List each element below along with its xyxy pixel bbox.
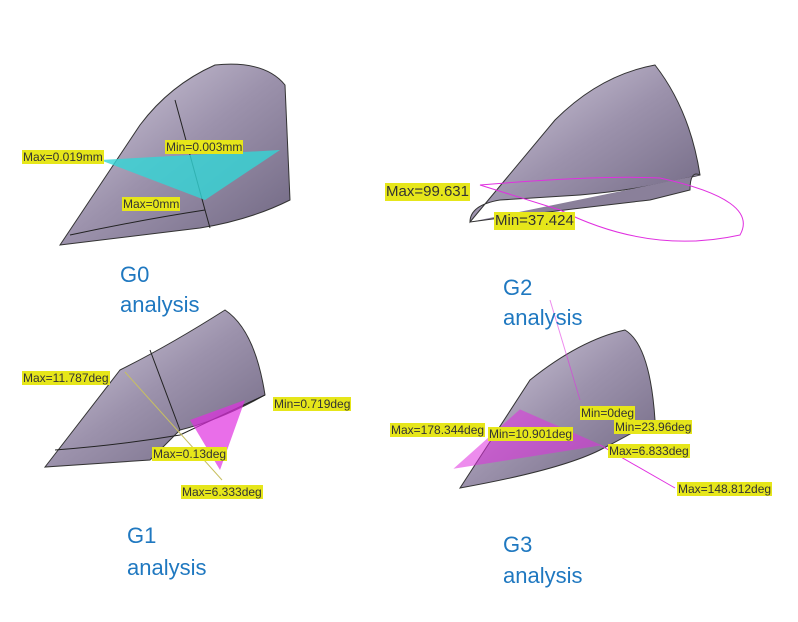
g1-subtitle: analysis — [127, 555, 207, 580]
g0-comb — [100, 150, 280, 200]
g3-label-max-3: Max=148.812deg — [677, 482, 773, 496]
g1-label-min: Min=0.719deg — [273, 397, 352, 411]
g0-label-max: Max=0.019mm — [22, 150, 104, 164]
g3-subtitle: analysis — [503, 563, 583, 588]
g3-label-min-2: Min=0deg — [580, 406, 636, 420]
g2-label-min: Min=37.424 — [494, 212, 575, 230]
g2-subtitle: analysis — [503, 305, 583, 330]
g1-comb — [190, 400, 245, 470]
g3-label-min-1: Min=10.901deg — [488, 427, 574, 441]
g3-label-max-2: Max=6.833deg — [608, 444, 690, 458]
g1-label-max-2: Max=0.13deg — [152, 447, 228, 461]
g0-title: G0 — [120, 262, 150, 287]
g2-comb — [479, 176, 744, 242]
g0-label-min: Min=0.003mm — [165, 140, 244, 154]
g0-label-max-zero: Max=0mm — [122, 197, 181, 211]
g2-label-max: Max=99.631 — [385, 183, 470, 201]
g1-surface — [43, 309, 266, 481]
g1-title: G1 — [127, 523, 157, 548]
g2-title: G2 — [503, 275, 533, 300]
g3-title: G3 — [503, 532, 533, 557]
g2-surface — [469, 64, 744, 242]
g3-label-max-1: Max=178.344deg — [390, 423, 486, 437]
g0-subtitle: analysis — [120, 292, 200, 317]
g1-label-max-3: Max=6.333deg — [181, 485, 263, 499]
g3-label-min-3: Min=23.96deg — [614, 420, 693, 434]
g0-surface — [58, 63, 291, 246]
g1-label-max-1: Max=11.787deg — [22, 371, 110, 385]
